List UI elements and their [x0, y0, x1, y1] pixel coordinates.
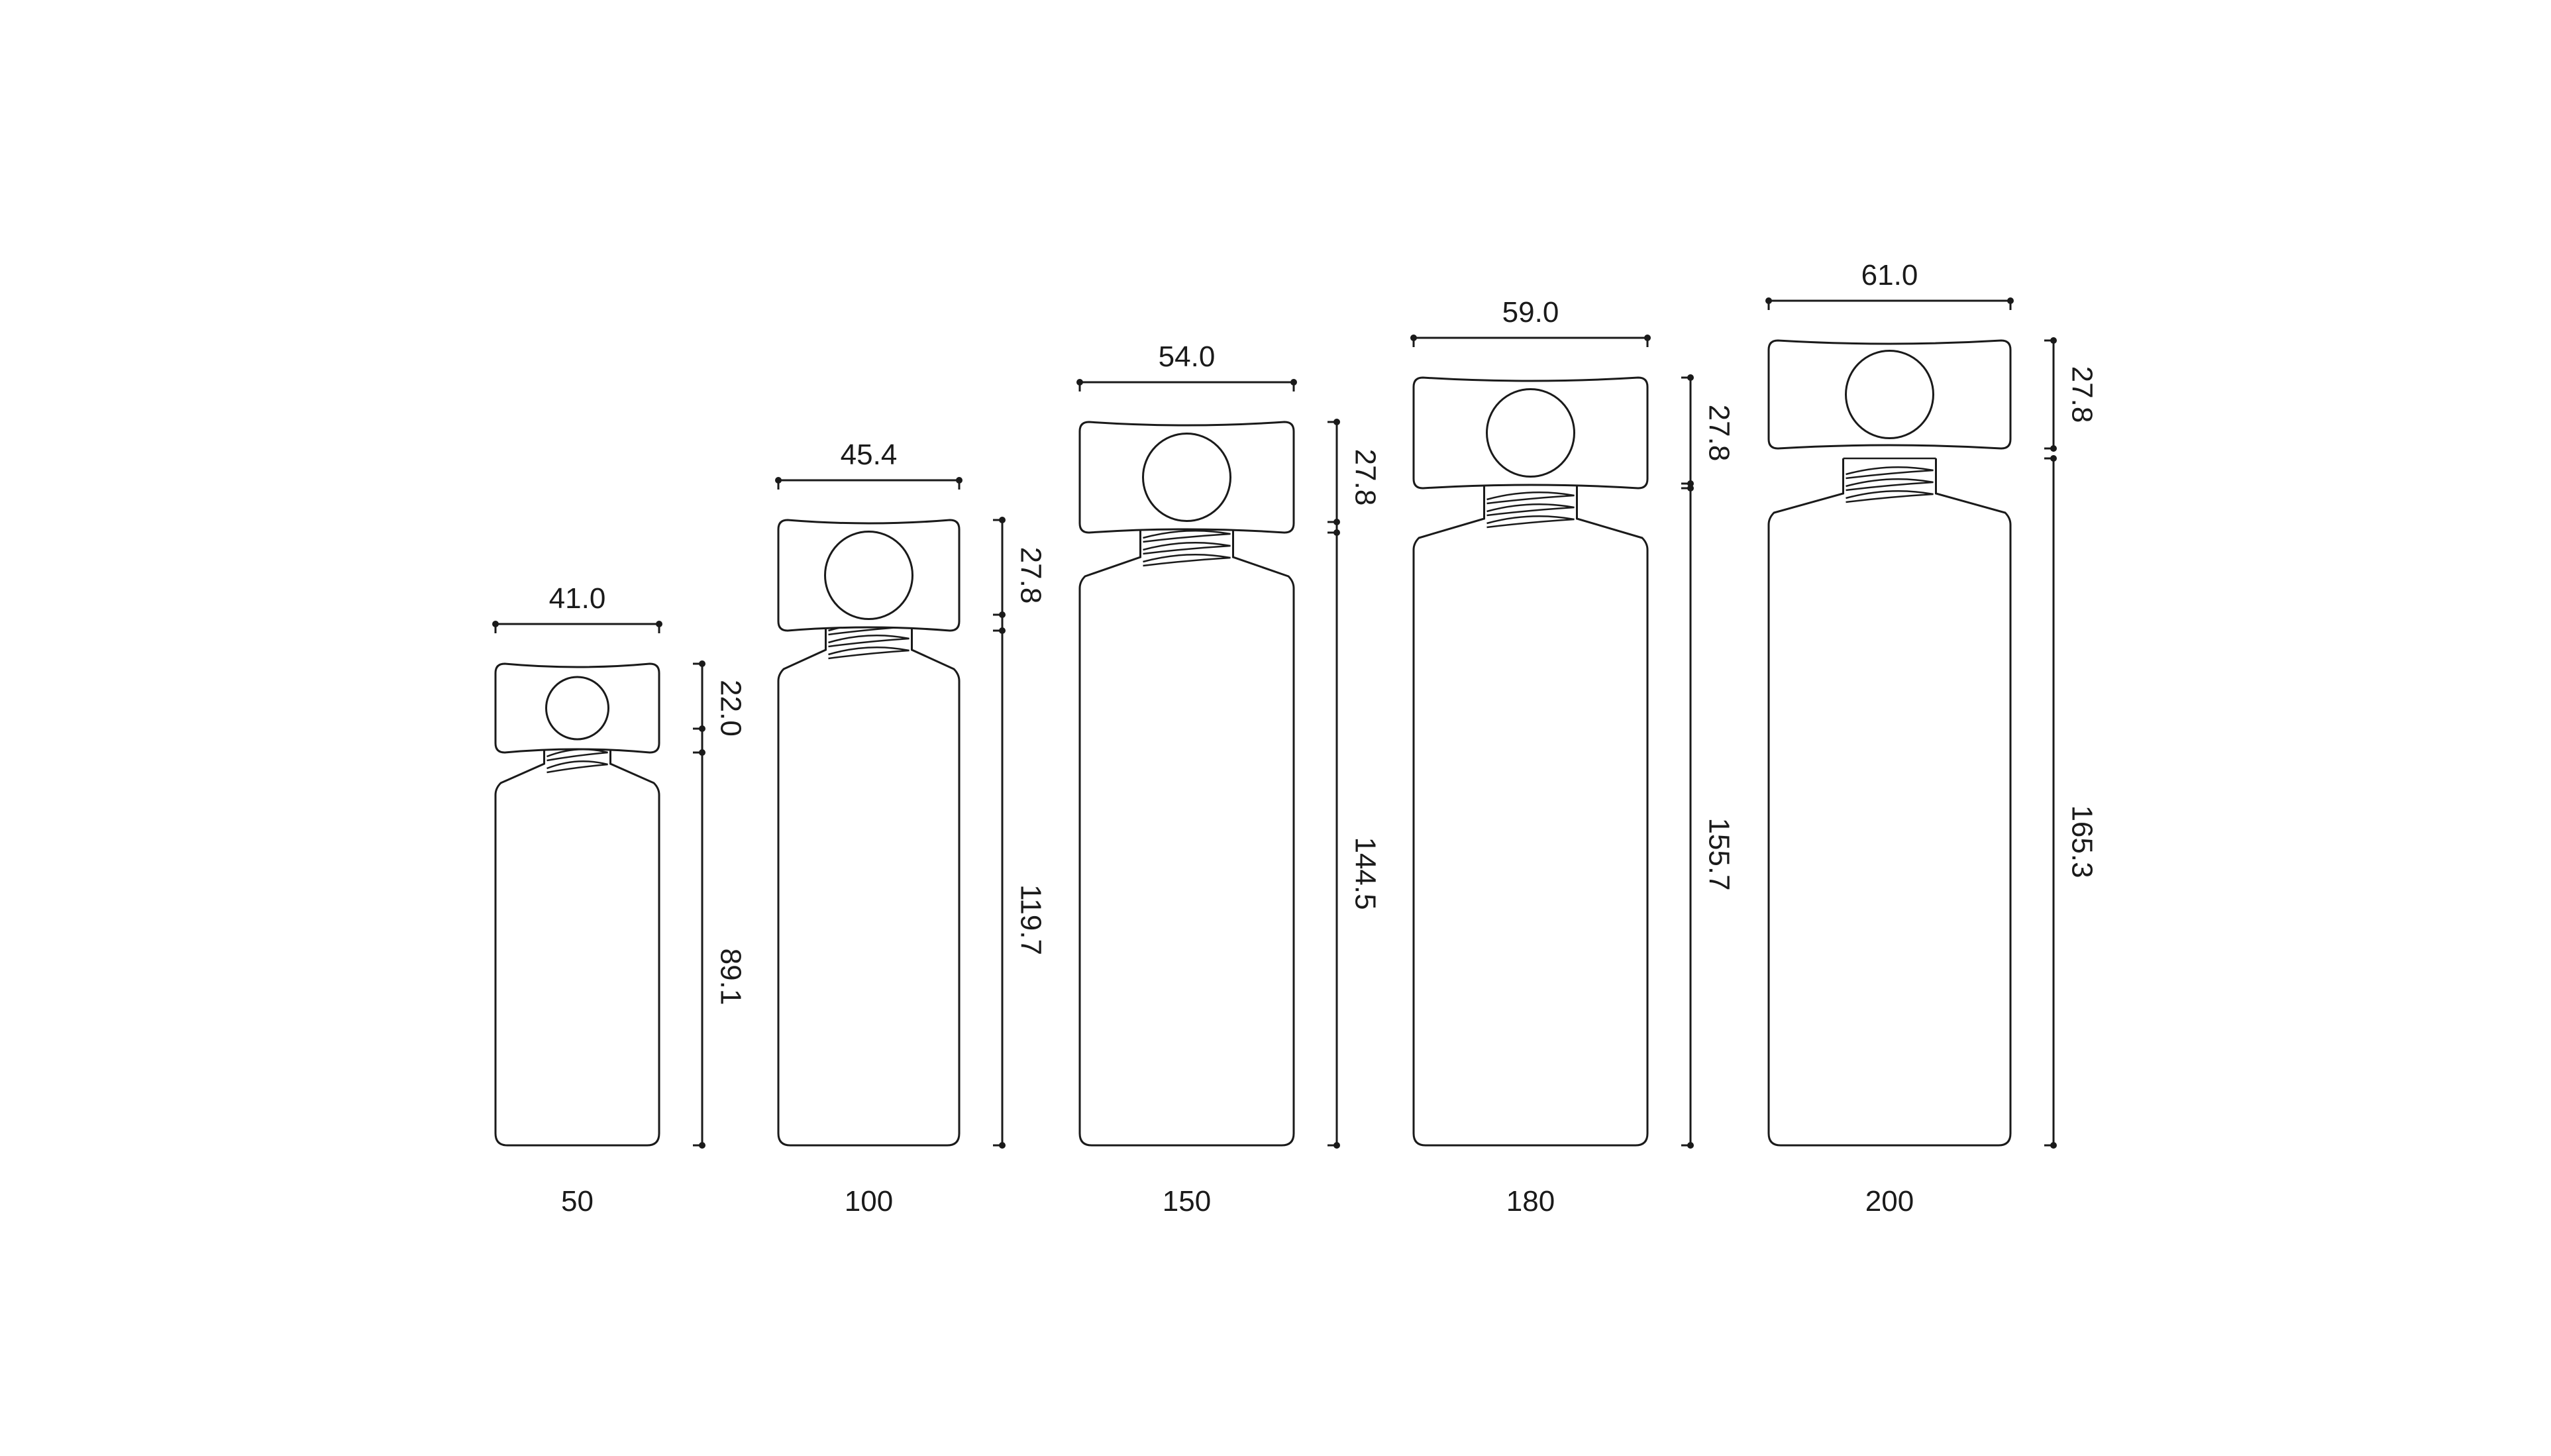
dimension-end-dot [656, 621, 662, 627]
cap-width-dimension: 54.0 [1076, 340, 1297, 391]
bottle-height-dimension: 89.1 [693, 725, 747, 1149]
bottle-height-dimension: 144.5 [1328, 519, 1381, 1149]
cap-width-dimension: 41.0 [492, 582, 662, 633]
cap-width-dimension: 59.0 [1410, 296, 1651, 347]
cap-height-label: 27.8 [1014, 547, 1047, 604]
capacity-label: 100 [845, 1185, 893, 1218]
bottle-height-label: 89.1 [714, 949, 747, 1006]
neck-thread [1843, 457, 1936, 503]
cap-width-dimension: 45.4 [775, 439, 963, 490]
cap-height-dimension: 27.8 [1681, 374, 1735, 492]
dimension-end-dot [1333, 419, 1340, 425]
dimension-end-dot [1333, 1142, 1340, 1149]
cap-window-circle [1142, 433, 1231, 522]
cap-height-dimension: 27.8 [2044, 337, 2098, 452]
bottle-group-100: 45.4 27.8 119.7 100 [775, 439, 1047, 1218]
capacity-label: 50 [561, 1185, 594, 1218]
dimension-end-dot [775, 477, 782, 484]
bottle-height-label: 155.7 [1702, 817, 1735, 890]
dimension-end-dot [1410, 335, 1417, 341]
cap-height-label: 27.8 [2065, 366, 2098, 423]
bottle-group-50: 41.0 22.0 89.1 50 [492, 582, 747, 1218]
bottle-group-150: 54.0 27.8 144.5 150 [1076, 340, 1381, 1218]
cap-width-label: 61.0 [1861, 259, 1918, 291]
dimension-end-dot [956, 477, 963, 484]
cap [494, 662, 660, 754]
bottle-body [1412, 484, 1649, 1147]
dimension-end-dot [1644, 335, 1651, 341]
dimension-end-dot [1076, 379, 1083, 386]
dimension-end-dot [1765, 297, 1772, 304]
bottle-body [1767, 458, 2012, 1147]
dimension-end-dot [999, 517, 1006, 523]
cap-height-label: 22.0 [714, 680, 747, 737]
dimension-end-dot [1687, 480, 1694, 487]
bottle-height-label: 165.3 [2065, 805, 2098, 878]
cap [1767, 339, 2012, 450]
dimension-end-dot [1687, 374, 1694, 381]
cap-height-dimension: 27.8 [1328, 419, 1381, 536]
cap-height-label: 27.8 [1349, 449, 1381, 506]
capacity-label: 180 [1506, 1185, 1555, 1218]
dimension-end-dot [492, 621, 499, 627]
dimension-end-dot [2050, 445, 2057, 452]
cap-width-label: 59.0 [1502, 296, 1559, 329]
bottle-group-200: 61.0 27.8 165.3 200 [1765, 259, 2098, 1218]
dimension-end-dot [2050, 455, 2057, 462]
dimension-end-dot [999, 611, 1006, 618]
cap-window-circle [545, 676, 609, 741]
cap-window-circle [824, 531, 913, 620]
dimension-end-dot [699, 725, 705, 732]
bottle-height-label: 144.5 [1349, 837, 1381, 910]
dimension-end-dot [999, 1142, 1006, 1149]
cap-height-label: 27.8 [1702, 405, 1735, 462]
bottle-body [494, 729, 660, 1147]
cap-width-label: 54.0 [1159, 340, 1216, 373]
dimension-end-dot [699, 660, 705, 667]
cap-height-dimension: 27.8 [993, 517, 1047, 634]
cap-width-label: 41.0 [549, 582, 606, 615]
dimension-end-dot [1687, 1142, 1694, 1149]
cap-width-dimension: 61.0 [1765, 259, 2014, 310]
bottle-height-label: 119.7 [1014, 884, 1047, 955]
capacity-label: 200 [1865, 1185, 1914, 1218]
dimension-end-dot [2007, 297, 2014, 304]
dimension-end-dot [699, 1142, 705, 1149]
cap-window-circle [1845, 350, 1934, 439]
bottle-group-180: 59.0 27.8 155.7 180 [1410, 296, 1735, 1218]
bottle-height-dimension: 165.3 [2044, 455, 2098, 1149]
capacity-label: 150 [1163, 1185, 1211, 1218]
cap [1412, 376, 1649, 490]
bottle-body [777, 615, 961, 1147]
dimension-end-dot [2050, 337, 2057, 344]
dimension-end-dot [1290, 379, 1297, 386]
cap [1078, 421, 1295, 534]
bottle-height-dimension: 155.7 [1681, 480, 1735, 1149]
cap-window-circle [1486, 388, 1575, 478]
cap-height-dimension: 22.0 [693, 660, 747, 756]
dimension-end-dot [2050, 1142, 2057, 1149]
cap [777, 519, 961, 632]
cap-width-label: 45.4 [841, 439, 898, 471]
dimension-end-dot [1333, 519, 1340, 525]
bottle-height-dimension: 119.7 [993, 611, 1047, 1149]
bottle-body [1078, 522, 1295, 1147]
